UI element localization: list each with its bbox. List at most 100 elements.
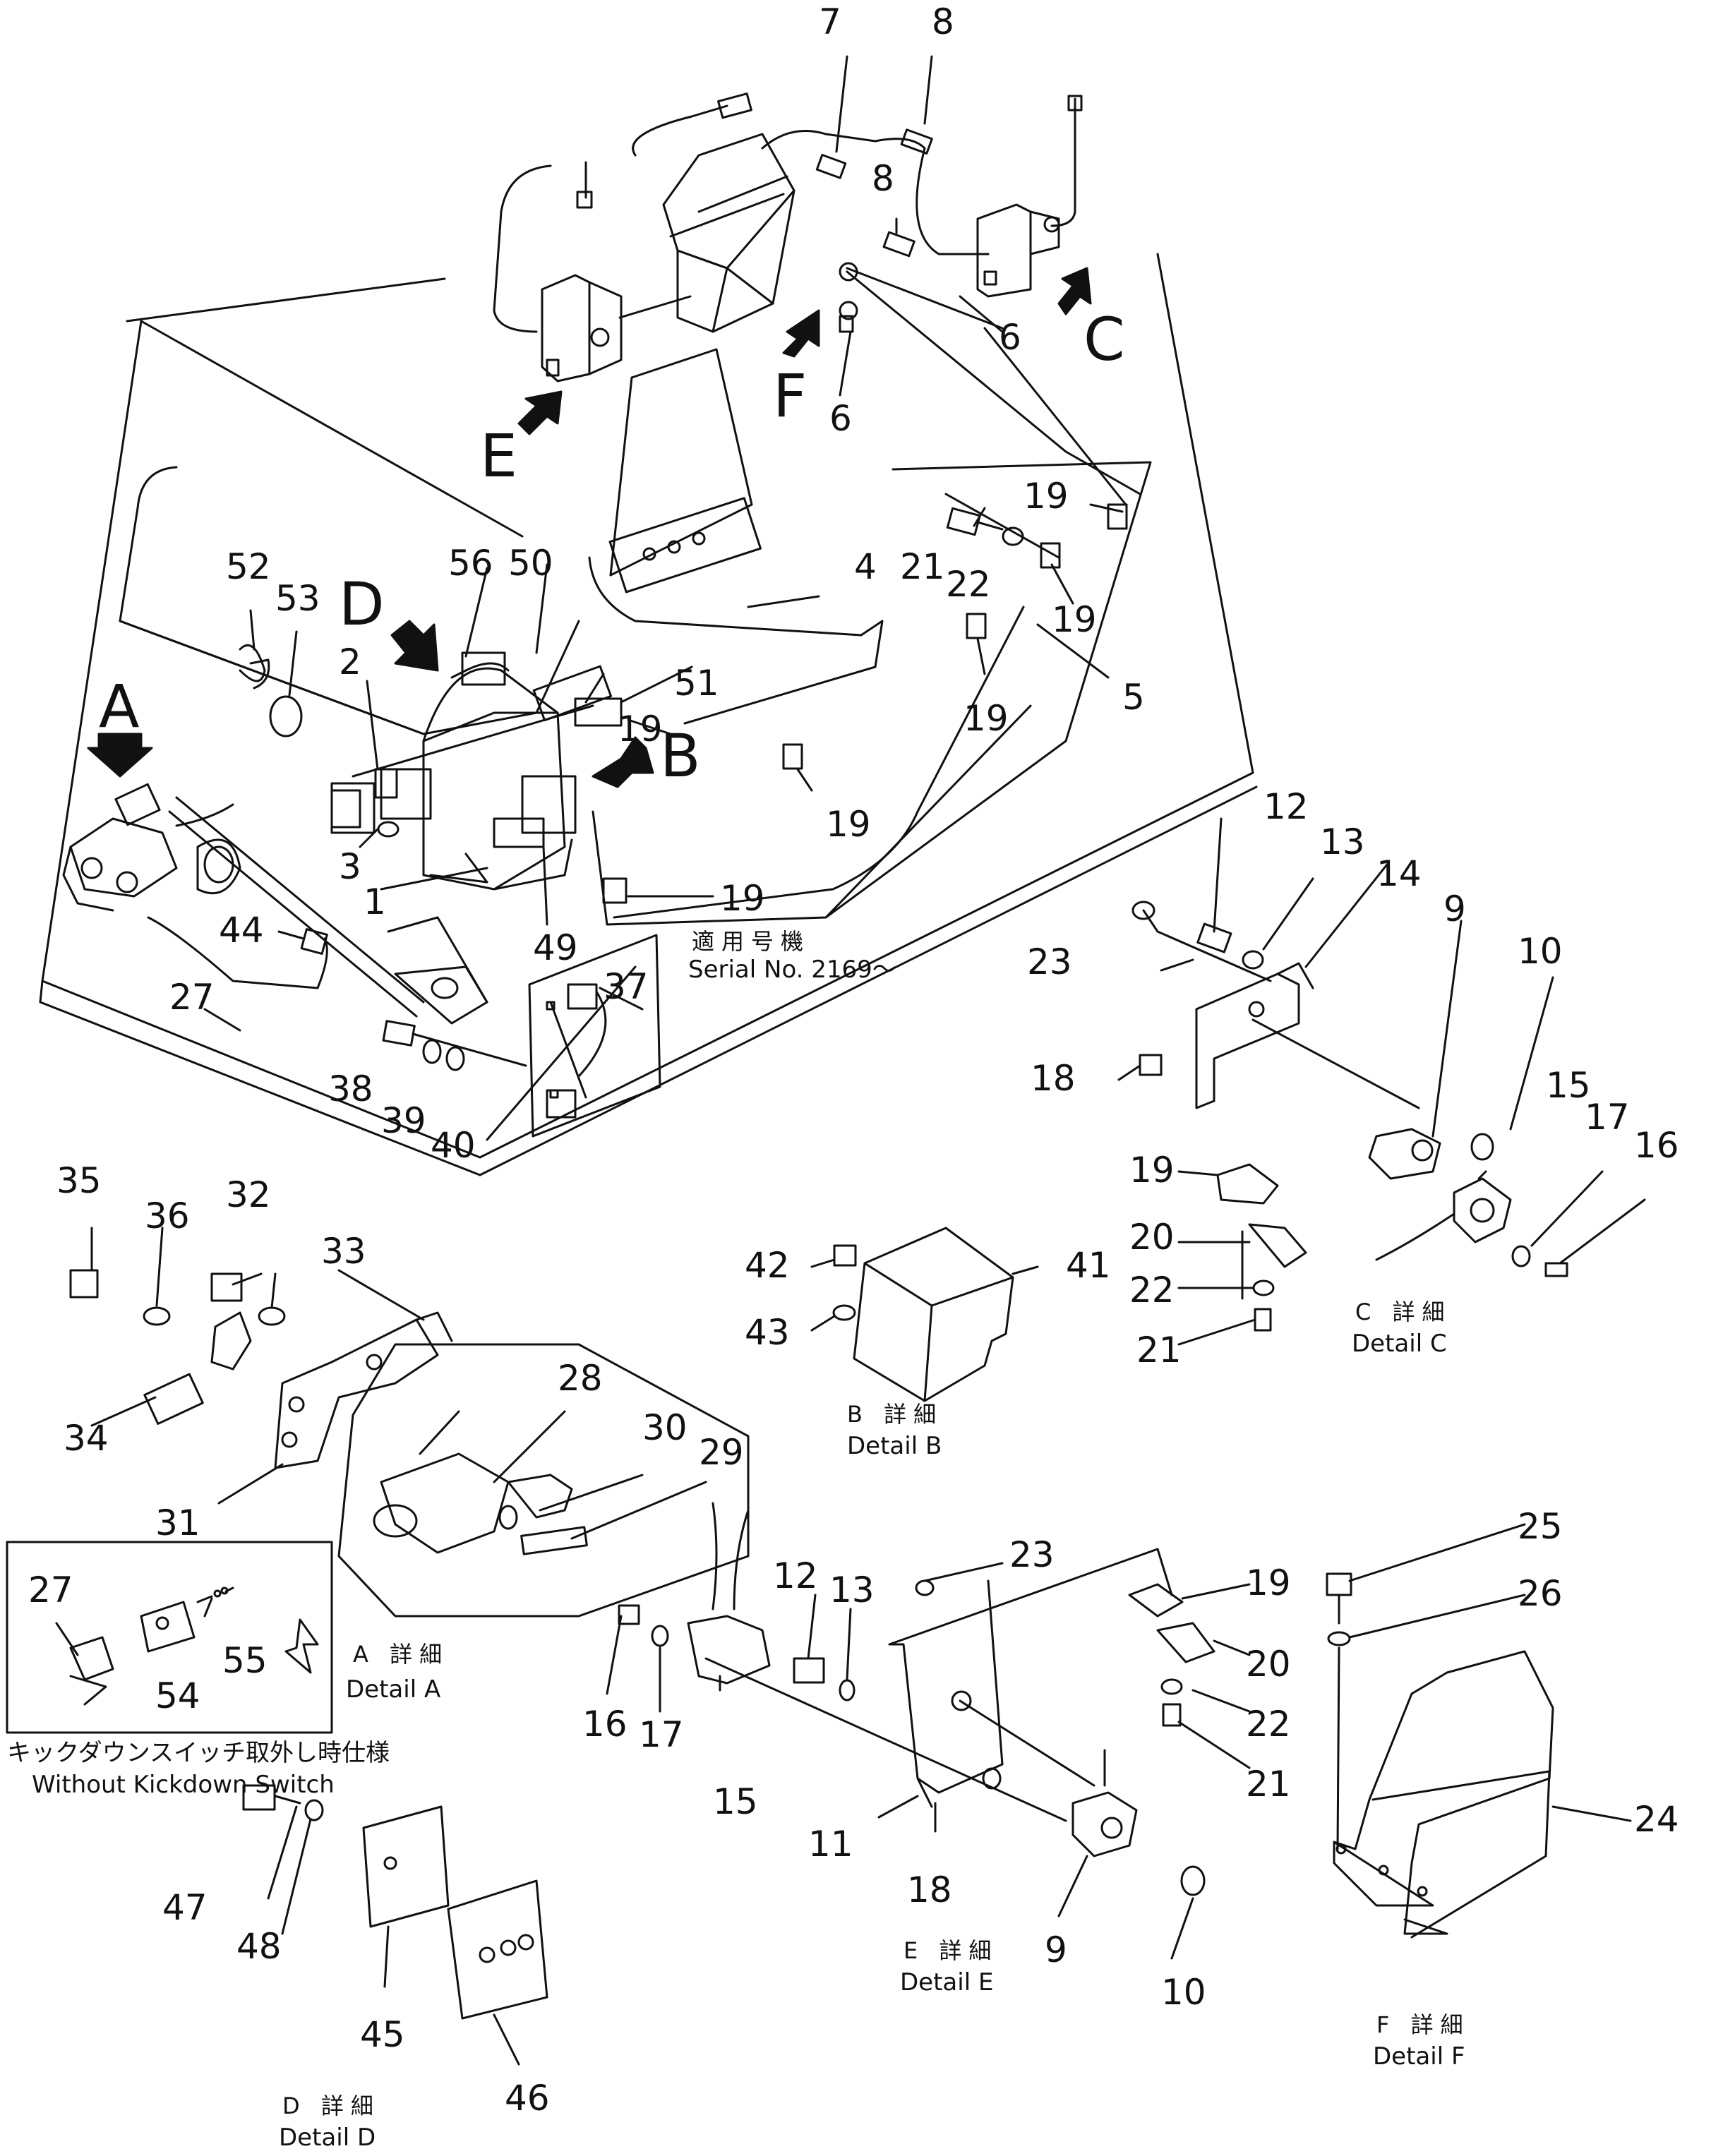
label-part-20c: 20: [1129, 1217, 1175, 1258]
label-part-45: 45: [360, 2014, 405, 2055]
switch-e-upper: [541, 274, 692, 383]
label-part-42: 42: [745, 1245, 790, 1286]
arrow-d: [390, 620, 439, 672]
view-letter-c: C: [1083, 305, 1125, 374]
label-part-22c: 22: [1129, 1270, 1175, 1311]
without-kickdown-box: [6, 1541, 333, 1734]
parts-52-53-2-3: [239, 644, 400, 838]
label-part-29: 29: [699, 1432, 744, 1473]
label-part-10e: 10: [1161, 1972, 1206, 2013]
label-part-11: 11: [808, 1824, 853, 1865]
detail-d-en: Detail D: [279, 2124, 376, 2152]
detail-a-en: Detail A: [346, 1675, 440, 1704]
arrow-b: [592, 736, 654, 788]
without-kickdown-en: Without Kickdown Switch: [32, 1771, 335, 1799]
detail-b-assembly: [832, 1227, 1014, 1402]
label-part-13: 13: [1320, 821, 1365, 862]
label-part-23e: 23: [1009, 1534, 1055, 1575]
clips-6-7-8: [815, 128, 1141, 506]
without-kickdown-jp: キックダウンスイッチ取外し時仕様: [7, 1739, 390, 1767]
detail-b-en: Detail B: [847, 1432, 942, 1460]
view-letter-e: E: [480, 421, 517, 490]
label-part-13e: 13: [829, 1570, 875, 1610]
label-part-51: 51: [674, 663, 719, 704]
detail-e-en: Detail E: [900, 1968, 993, 1997]
label-part-21e: 21: [1246, 1764, 1291, 1805]
label-part-44: 44: [219, 910, 264, 951]
serial-note-en: Serial No. 2169～: [688, 956, 896, 984]
label-part-8b: 8: [872, 158, 894, 199]
label-part-19h: 19: [1246, 1562, 1291, 1603]
label-part-16e: 16: [582, 1704, 628, 1745]
label-part-19e: 19: [826, 804, 871, 845]
detail-d-jp: D 詳細: [282, 2092, 380, 2119]
label-part-50: 50: [508, 543, 553, 584]
label-part-43: 43: [745, 1312, 790, 1353]
label-part-17e: 17: [639, 1714, 684, 1755]
label-part-47: 47: [162, 1887, 208, 1928]
label-part-8a: 8: [932, 1, 954, 42]
label-part-9: 9: [1443, 889, 1466, 929]
label-part-19a: 19: [1023, 476, 1069, 517]
bracket-f: [662, 133, 796, 333]
wiper-cover: [588, 348, 884, 725]
view-letter-a: A: [99, 672, 139, 741]
arrow-a: [87, 733, 153, 778]
label-part-1: 1: [364, 881, 386, 922]
label-part-7: 7: [819, 1, 841, 42]
label-part-22a: 22: [946, 564, 991, 605]
label-part-49: 49: [533, 927, 578, 968]
label-part-19g: 19: [618, 709, 663, 749]
label-part-54: 54: [155, 1675, 200, 1716]
detail-f-en: Detail F: [1373, 2042, 1465, 2071]
label-part-18: 18: [1031, 1058, 1076, 1099]
label-part-27b: 27: [28, 1570, 73, 1610]
label-part-19f: 19: [720, 878, 765, 919]
label-part-32: 32: [226, 1174, 271, 1215]
label-part-12: 12: [1263, 786, 1309, 827]
detail-e-assembly: [618, 1502, 1215, 1896]
arrow-f: [782, 309, 820, 358]
label-part-33: 33: [321, 1231, 366, 1272]
view-arrows: [87, 267, 1092, 788]
detail-c-assembly: [1131, 901, 1568, 1332]
switch-c-upper: [976, 203, 1060, 298]
label-part-23: 23: [1027, 941, 1072, 982]
label-part-19b: 19: [1052, 599, 1097, 640]
label-part-9e: 9: [1045, 1929, 1067, 1970]
label-part-24: 24: [1634, 1799, 1679, 1840]
label-part-6b: 6: [829, 398, 852, 439]
label-part-21a: 21: [900, 546, 945, 587]
view-letter-b: B: [660, 721, 701, 790]
label-part-15e: 15: [713, 1781, 758, 1822]
label-part-17: 17: [1585, 1097, 1630, 1138]
view-letter-d: D: [339, 570, 385, 639]
captions: 適用号機 Serial No. 2169～ A 詳細 Detail A B 詳細…: [7, 928, 1465, 2152]
label-part-4: 4: [854, 546, 877, 587]
label-part-12e: 12: [773, 1555, 818, 1596]
label-part-31: 31: [155, 1502, 200, 1543]
detail-c-en: Detail C: [1352, 1330, 1447, 1358]
label-part-48: 48: [236, 1926, 282, 1967]
label-part-55: 55: [222, 1640, 268, 1681]
label-part-53: 53: [275, 578, 320, 619]
view-letter-f: F: [773, 361, 807, 430]
label-part-27a: 27: [169, 977, 215, 1018]
label-part-38: 38: [328, 1068, 373, 1109]
label-part-22e: 22: [1246, 1704, 1291, 1745]
label-part-37: 37: [604, 966, 649, 1007]
label-part-15: 15: [1546, 1065, 1591, 1106]
detail-e-jp: E 詳細: [903, 1937, 998, 1964]
label-part-2: 2: [339, 642, 361, 682]
label-part-35: 35: [56, 1160, 102, 1201]
part-labels: 1 2 3 4 5 6 6 7 8 8 9 10 12 13 14 15 16 …: [28, 1, 1679, 2119]
leader-lines: [55, 55, 1646, 2066]
label-part-16: 16: [1634, 1125, 1679, 1166]
detail-b-jp: B 詳細: [847, 1401, 943, 1428]
label-part-34: 34: [64, 1418, 109, 1459]
cab-outline: [39, 253, 1258, 1176]
label-part-41: 41: [1066, 1245, 1111, 1286]
label-part-40: 40: [431, 1125, 476, 1166]
